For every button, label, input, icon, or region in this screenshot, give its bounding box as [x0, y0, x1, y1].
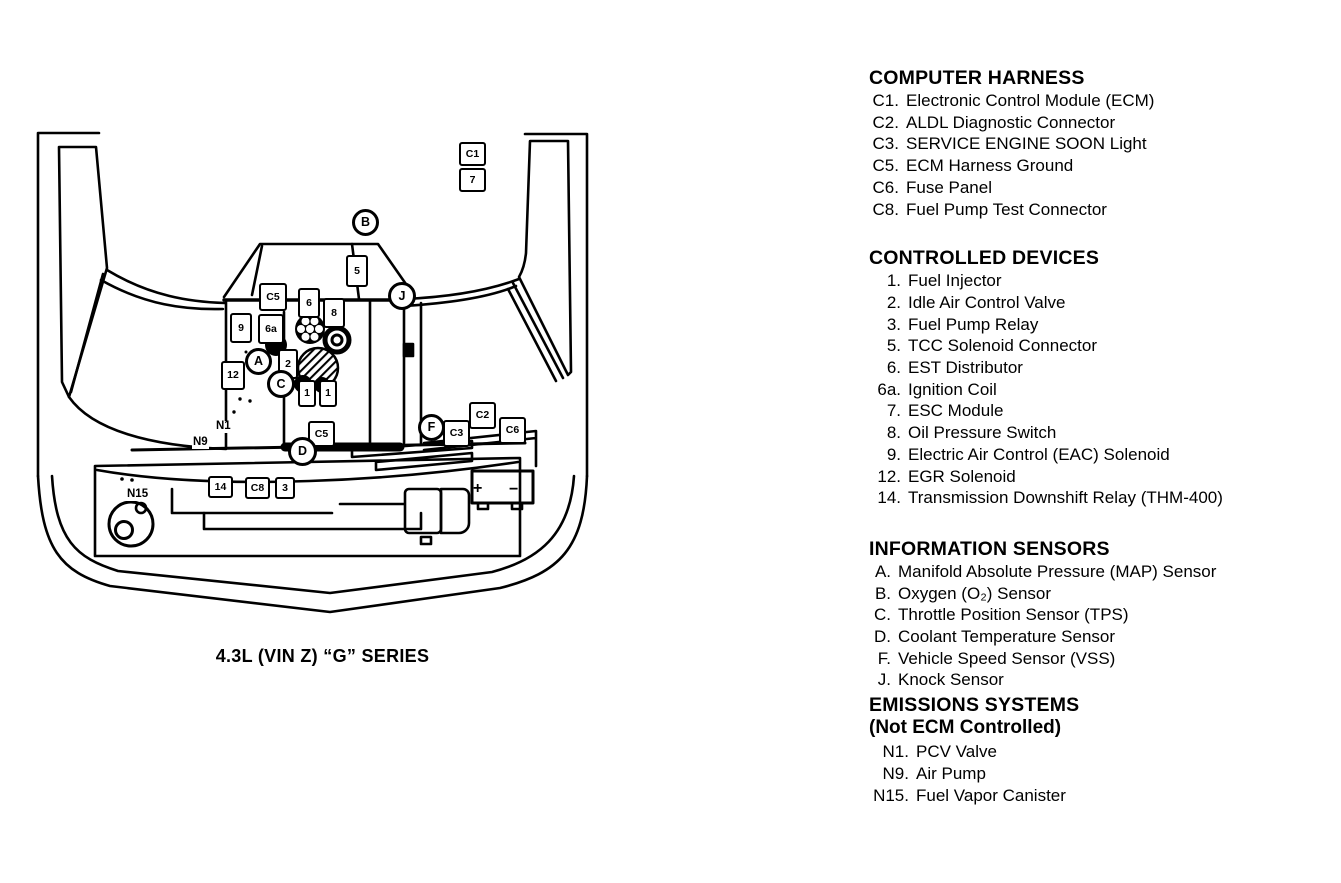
legend-item: C1.Electronic Control Module (ECM): [872, 91, 1155, 110]
legend-section-controlled-devices: CONTROLLED DEVICES 1.Fuel Injector 2.Idl…: [869, 246, 1339, 509]
marker-box-12: 12: [221, 361, 245, 390]
legend-item: N9.Air Pump: [882, 763, 986, 783]
marker-box-1-right: 1: [319, 380, 337, 407]
battery: [470, 469, 535, 505]
marker-box-3: 3: [275, 477, 295, 499]
legend-section-title: INFORMATION SENSORS: [869, 537, 1110, 560]
marker-circle-c: C: [267, 370, 295, 398]
engine-compartment: [222, 242, 423, 449]
marker-circle-d: D: [288, 437, 317, 466]
legend-item: J.Knock Sensor: [877, 670, 1004, 690]
diagram-caption: 4.3L (VIN Z) “G” SERIES: [215, 646, 430, 666]
marker-box-c6: C6: [499, 417, 526, 444]
marker-circle-f: F: [418, 414, 445, 441]
marker-circle-a: A: [245, 348, 272, 375]
fuel-vapor-canister-icon: [107, 477, 155, 548]
legend-item: 2.Idle Air Control Valve: [886, 292, 1066, 312]
legend-item: F.Vehicle Speed Sensor (VSS): [877, 648, 1116, 668]
marker-box-5: 5: [346, 255, 368, 287]
marker-circle-b: B: [352, 209, 379, 236]
legend-item: D.Coolant Temperature Sensor: [874, 627, 1116, 647]
legend-item: C.Throttle Position Sensor (TPS): [874, 605, 1129, 625]
legend-item: B.Oxygen (O₂) Sensor: [874, 583, 1052, 603]
legend-section-title: COMPUTER HARNESS: [869, 67, 1085, 89]
legend-section-information-sensors: INFORMATION SENSORS A.Manifold Absolute …: [869, 537, 1339, 691]
marker-box-8: 8: [323, 298, 345, 328]
marker-box-7: 7: [459, 168, 486, 192]
legend-item: C5.ECM Harness Ground: [872, 156, 1074, 176]
marker-box-c1: C1: [459, 142, 486, 166]
legend-item: 7.ESC Module: [886, 401, 1004, 421]
marker-circle-j: J: [388, 282, 416, 310]
marker-box-c2: C2: [469, 402, 496, 429]
right-fender-panel: [506, 139, 573, 383]
legend-item: C6.Fuse Panel: [872, 177, 992, 197]
marker-label-n15: N15: [126, 488, 150, 501]
washer-bottle: [403, 487, 443, 535]
legend-item: C2.ALDL Diagnostic Connector: [872, 112, 1116, 132]
marker-label-n9: N9: [192, 436, 209, 449]
legend-item: 14.Transmission Downshift Relay (THM-400…: [877, 488, 1223, 508]
battery-area: [338, 429, 538, 546]
legend-section-computer-harness: COMPUTER HARNESS C1.Electronic Control M…: [869, 66, 1339, 220]
legend-item: 5.TCC Solenoid Connector: [886, 336, 1097, 356]
legend: COMPUTER HARNESS C1.Electronic Control M…: [869, 66, 1339, 806]
marker-box-1-left: 1: [298, 380, 316, 407]
legend-item: C3.SERVICE ENGINE SOON Light: [872, 134, 1147, 154]
vehicle-body-outline: [36, 131, 589, 614]
legend-item: 6a.Ignition Coil: [877, 379, 997, 399]
left-fender-panel: [57, 145, 109, 399]
marker-box-6a: 6a: [258, 314, 284, 344]
marker-box-c5-lower: C5: [308, 421, 335, 447]
legend-item: 12.EGR Solenoid: [877, 466, 1016, 486]
legend-item: 6.EST Distributor: [886, 358, 1023, 378]
distributor-icon: [295, 314, 325, 344]
connector-block: [402, 342, 415, 358]
engine-bay-diagram: [36, 131, 589, 614]
battery-plus-sign: +: [473, 480, 483, 497]
marker-box-c3: C3: [443, 420, 470, 447]
legend-section-title: EMISSIONS SYSTEMS: [869, 694, 1080, 717]
legend-item: 1.Fuel Injector: [886, 271, 1002, 291]
legend-section-subtitle: (Not ECM Controlled): [869, 717, 1062, 739]
legend-item: 8.Oil Pressure Switch: [886, 423, 1057, 443]
legend-item: A.Manifold Absolute Pressure (MAP) Senso…: [874, 561, 1217, 581]
bumper-outer-line: [36, 474, 589, 614]
marker-box-c8: C8: [245, 477, 270, 499]
bumper-inner-line: [50, 474, 576, 595]
battery-minus-sign: −: [509, 481, 519, 498]
marker-box-14: 14: [208, 476, 233, 498]
legend-item: 9.Electric Air Control (EAC) Solenoid: [886, 444, 1170, 464]
legend-item: N15.Fuel Vapor Canister: [873, 785, 1066, 805]
oil-fill-cap-icon: [322, 325, 352, 355]
marker-box-c5-upper: C5: [259, 283, 287, 311]
marker-box-6: 6: [298, 288, 320, 318]
legend-section-emissions-systems: EMISSIONS SYSTEMS (Not ECM Controlled) N…: [869, 693, 1339, 806]
marker-label-n1: N1: [215, 420, 232, 433]
legend-item: 3.Fuel Pump Relay: [886, 314, 1039, 334]
legend-section-title: CONTROLLED DEVICES: [869, 247, 1100, 270]
marker-box-9: 9: [230, 313, 252, 343]
legend-item: C8.Fuel Pump Test Connector: [872, 199, 1107, 219]
legend-item: N1.PCV Valve: [882, 742, 997, 762]
